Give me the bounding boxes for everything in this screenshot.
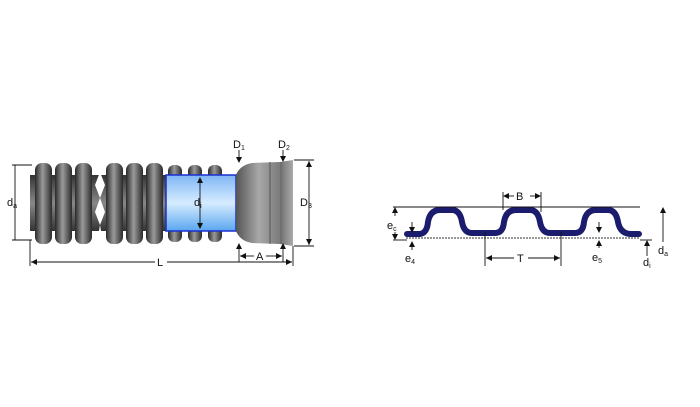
corrugated-pipe-side-view: da di D1 D2 D3 A [7,139,314,269]
inner-liner [165,174,237,232]
label-t: T [517,253,524,265]
label-b: B [516,191,523,203]
label-e5: e5 [592,252,602,265]
label-e4: e4 [405,253,415,266]
label-a: A [256,251,264,263]
label-l: L [157,257,163,269]
dimension-d1: D1 [233,139,245,163]
label-di-profile: di [643,257,651,270]
dimension-ec: ec [387,206,640,241]
dimension-e5: e5 [592,222,602,265]
pipe-socket-bell [236,160,293,246]
dimension-a: A [236,243,286,263]
label-d1: D1 [233,139,245,152]
wall-profile-section: B ec e4 T e5 di [387,191,668,270]
corrugated-profile [404,207,642,237]
dimension-l: L [29,240,294,269]
pipe-break-mark [95,160,105,248]
dimension-d2: D2 [278,139,290,162]
dimension-t: T [484,232,562,266]
label-da-profile: da [658,245,668,258]
label-ec: ec [387,220,397,233]
dimension-d3: D3 [294,159,314,247]
label-di: di [194,197,202,210]
label-da: da [7,197,17,210]
dimension-di: di [194,177,203,229]
dimension-da-profile: da [658,207,668,258]
label-d3: D3 [300,197,312,210]
dimension-da: da [7,164,32,241]
label-d2: D2 [278,139,290,152]
dimension-di-profile: di [640,239,652,270]
dimension-e4: e4 [405,222,415,266]
